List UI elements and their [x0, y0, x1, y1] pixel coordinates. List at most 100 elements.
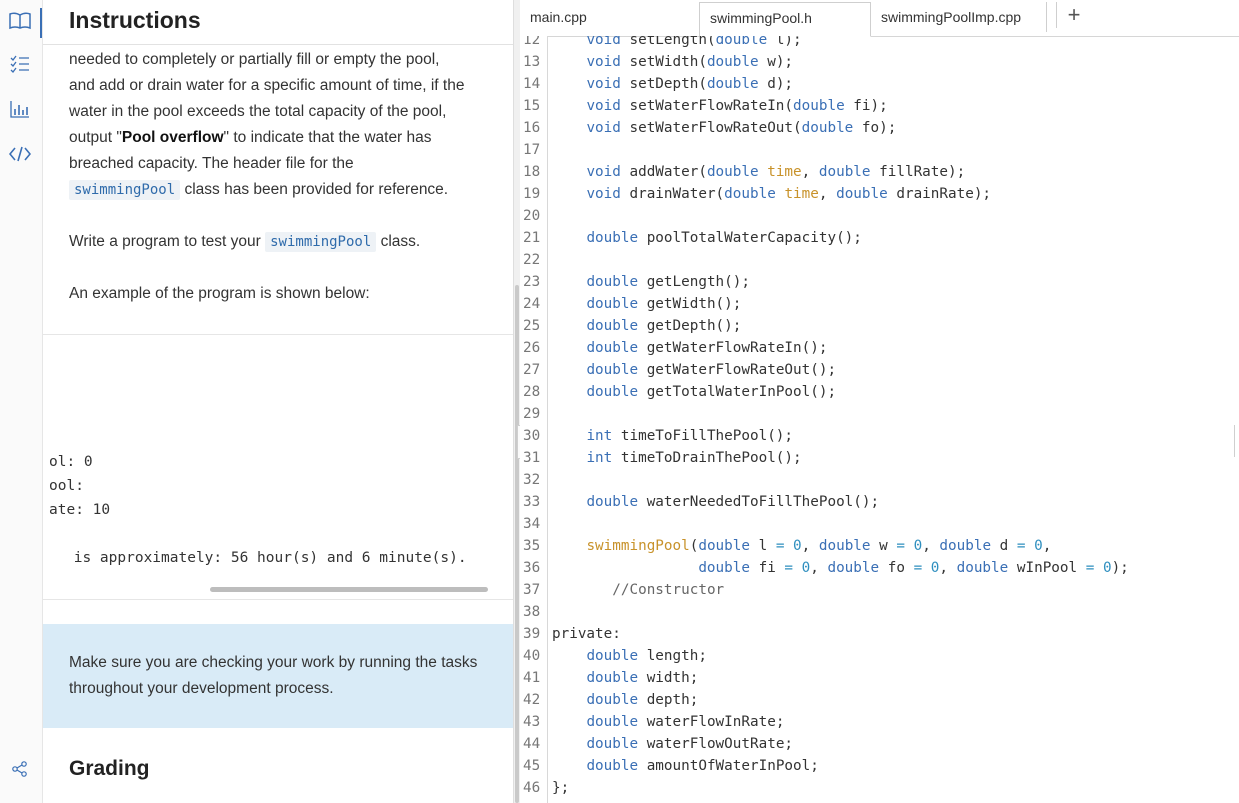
line-number: 44: [523, 736, 541, 752]
share-icon[interactable]: [8, 758, 32, 780]
code-token: double: [586, 736, 639, 752]
code-line[interactable]: int timeToFillThePool();: [586, 428, 794, 444]
code-token: double: [939, 538, 992, 554]
instructions-header: Instructions: [43, 0, 513, 45]
code-token: 0: [801, 560, 811, 576]
code-token: double: [586, 230, 639, 246]
tab-swimmingpool-h[interactable]: swimmingPool.h: [699, 2, 871, 37]
code-line[interactable]: double getWaterFlowRateIn();: [586, 340, 828, 356]
line-number: 26: [523, 340, 541, 356]
text-fragment: Write a program to test your: [69, 233, 266, 250]
line-number: 46: [523, 780, 541, 796]
text-line: breached capacity. The header file for t…: [69, 155, 354, 172]
code-token: double: [586, 318, 639, 334]
horizontal-scrollbar[interactable]: [210, 587, 488, 592]
code-line[interactable]: double getWidth();: [586, 296, 742, 312]
code-line[interactable]: //Constructor: [552, 579, 724, 601]
line-number: 17: [523, 142, 541, 158]
checklist-icon[interactable]: [8, 53, 32, 75]
line-number: 34: [523, 516, 541, 532]
instructions-title: Instructions: [69, 7, 201, 33]
code-token: int: [586, 428, 613, 444]
code-line[interactable]: double poolTotalWaterCapacity();: [586, 230, 862, 246]
code-token: double: [827, 560, 880, 576]
code-editor[interactable]: main.cpp swimmingPool.h swimmingPoolImp.…: [520, 0, 1239, 803]
code-line[interactable]: double depth;: [586, 692, 699, 708]
code-line[interactable]: double getLength();: [586, 274, 750, 290]
instructions-panel[interactable]: Instructions needed to completely or par…: [43, 0, 513, 803]
code-area[interactable]: 12 void setLength(double l);13 void setW…: [520, 36, 1239, 803]
code-line[interactable]: double width;: [586, 670, 699, 686]
line-number: 24: [523, 296, 541, 312]
bold-text: Pool overflow: [121, 129, 224, 146]
panel-splitter[interactable]: [513, 0, 520, 803]
line-number: 25: [523, 318, 541, 334]
code-line[interactable]: };: [552, 780, 570, 796]
code-token: void: [586, 164, 621, 180]
line-number: 32: [523, 472, 541, 488]
code-line[interactable]: double fi = 0, double fo = 0, double wIn…: [698, 560, 1129, 576]
code-line[interactable]: double waterNeededToFillThePool();: [586, 494, 880, 510]
instructions-paragraph-3: An example of the program is shown below…: [69, 285, 370, 302]
code-line[interactable]: double getTotalWaterInPool();: [586, 384, 837, 400]
line-number: 41: [523, 670, 541, 686]
line-number: 22: [523, 252, 541, 268]
code-token: double: [715, 36, 768, 48]
code-icon[interactable]: [8, 143, 32, 165]
code-line[interactable]: double waterFlowInRate;: [586, 714, 785, 730]
example-line: ool:: [49, 478, 84, 494]
line-number: 33: [523, 494, 541, 510]
text-fragment: class.: [376, 233, 421, 250]
book-icon[interactable]: [8, 10, 32, 32]
code-line[interactable]: void setLength(double l);: [552, 36, 801, 51]
line-number: 45: [523, 758, 541, 774]
code-line[interactable]: double length;: [586, 648, 707, 664]
right-resize-handle[interactable]: [1234, 425, 1239, 457]
code-line[interactable]: double waterFlowOutRate;: [586, 736, 794, 752]
line-number: 16: [523, 120, 541, 136]
code-token: =: [896, 538, 905, 554]
example-line: ate: 10: [49, 502, 111, 518]
example-output-box[interactable]: ol: 0 ool: ate: 10 is approximately: 56 …: [43, 334, 513, 600]
editor-tabs: main.cpp swimmingPool.h swimmingPoolImp.…: [520, 0, 1239, 37]
code-line[interactable]: void drainWater(double time, double drai…: [586, 186, 992, 202]
line-number: 40: [523, 648, 541, 664]
code-token: double: [818, 164, 871, 180]
code-line[interactable]: double getDepth();: [586, 318, 742, 334]
line-number: 31: [523, 450, 541, 466]
line-number: 19: [523, 186, 541, 202]
tab-main-cpp[interactable]: main.cpp: [520, 2, 700, 32]
vertical-scrollbar[interactable]: [515, 285, 519, 803]
code-line[interactable]: private:: [552, 626, 621, 642]
code-line[interactable]: swimmingPool(double l = 0, double w = 0,…: [586, 538, 1052, 554]
code-token: double: [586, 692, 639, 708]
line-number: 35: [523, 538, 541, 554]
code-token: double: [793, 98, 845, 114]
inline-code: swimmingPool: [265, 232, 377, 252]
line-number: 13: [523, 54, 541, 70]
tab-swimmingpoolimp-cpp[interactable]: swimmingPoolImp.cpp: [871, 2, 1047, 32]
code-token: double: [586, 274, 639, 290]
code-line[interactable]: void setWidth(double w);: [586, 54, 794, 70]
code-line[interactable]: void addWater(double time, double fillRa…: [586, 164, 966, 180]
code-line[interactable]: double amountOfWaterInPool;: [586, 758, 819, 774]
code-token: 0: [913, 538, 923, 554]
active-indicator: [40, 8, 42, 38]
code-line[interactable]: void setWaterFlowRateIn(double fi);: [586, 98, 888, 114]
code-line[interactable]: void setWaterFlowRateOut(double fo);: [586, 120, 897, 136]
code-token: double: [706, 54, 759, 70]
line-number: 20: [523, 208, 541, 224]
code-token: double: [724, 186, 776, 202]
code-token: double: [818, 538, 871, 554]
line-number: 27: [523, 362, 541, 378]
line-number: 37: [523, 582, 541, 598]
example-line: ol: 0: [49, 454, 93, 470]
code-line[interactable]: void setDepth(double d);: [586, 76, 794, 92]
code-line[interactable]: double getWaterFlowRateOut();: [586, 362, 837, 378]
line-number: 38: [523, 604, 541, 620]
bar-chart-icon[interactable]: [8, 98, 32, 120]
code-token: void: [586, 54, 621, 70]
add-tab-button[interactable]: +: [1056, 2, 1085, 28]
tip-text: Make sure you are checking your work by …: [69, 654, 478, 697]
code-line[interactable]: int timeToDrainThePool();: [586, 450, 802, 466]
